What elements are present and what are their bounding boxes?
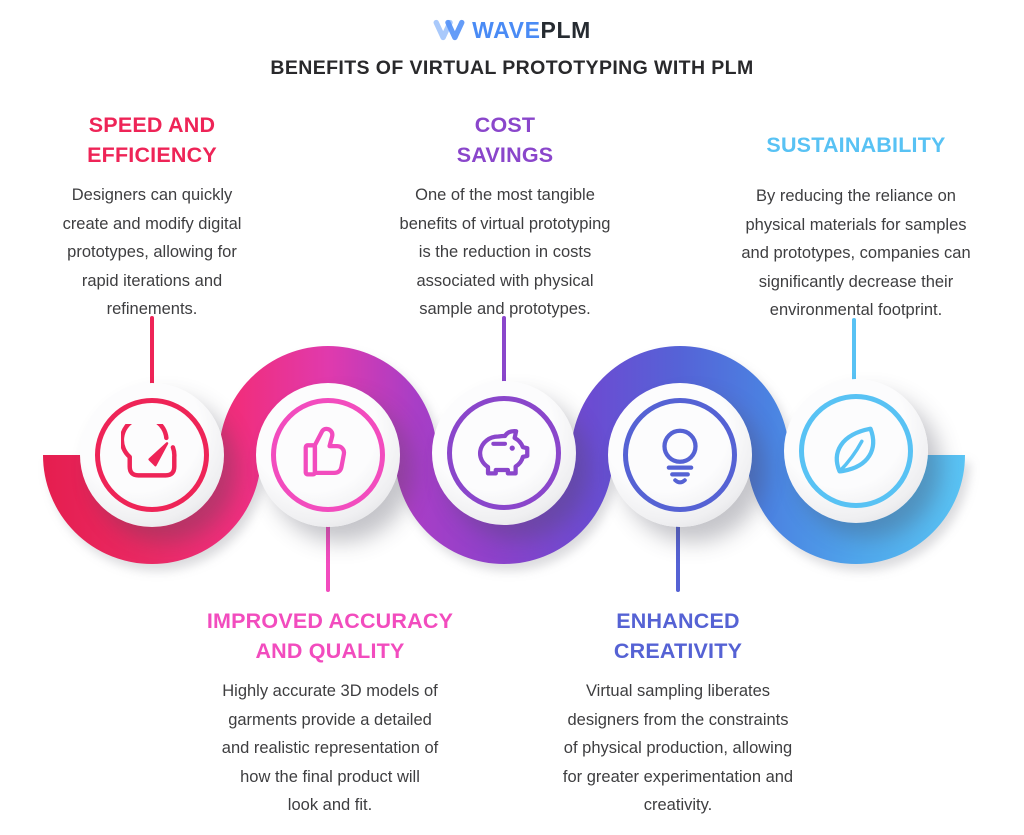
brand-wordmark: WAVEPLM xyxy=(472,16,591,43)
benefit-heading: SUSTAINABILITY xyxy=(766,133,946,157)
benefit-ring xyxy=(95,398,209,512)
connector-line-speed xyxy=(150,316,154,386)
brand-logo: WAVEPLM xyxy=(0,14,1024,46)
connector-line-sustainability xyxy=(852,318,856,382)
benefit-heading: IMPROVED ACCURACY AND QUALITY xyxy=(206,609,454,663)
connector-line-improved-accuracy xyxy=(326,524,330,592)
connector-line-cost-savings xyxy=(502,316,506,384)
benefit-node-sustainability xyxy=(784,379,928,523)
benefit-node-improved-accuracy xyxy=(256,383,400,527)
benefit-label-cost-savings: COST SAVINGS One of the most tangible be… xyxy=(368,110,642,324)
benefit-heading: SPEED AND EFFICIENCY xyxy=(87,113,217,167)
benefit-description: Designers can quickly create and modify … xyxy=(62,186,242,318)
benefit-description: Virtual sampling liberates designers fro… xyxy=(562,682,794,814)
benefit-label-improved-accuracy: IMPROVED ACCURACY AND QUALITY Highly acc… xyxy=(178,606,482,820)
benefit-description: Highly accurate 3D models of garments pr… xyxy=(221,682,439,814)
lightbulb-icon xyxy=(662,428,698,485)
piggy-bank-icon xyxy=(477,429,530,476)
benefit-description: By reducing the reliance on physical mat… xyxy=(741,187,971,319)
benefit-node-enhanced-creativity xyxy=(608,383,752,527)
benefit-ring xyxy=(623,398,737,512)
benefit-label-sustainability: SUSTAINABILITY By reducing the reliance … xyxy=(696,130,1016,325)
benefit-heading: ENHANCED CREATIVITY xyxy=(613,609,743,663)
page-title: BENEFITS OF VIRTUAL PROTOTYPING WITH PLM xyxy=(270,57,754,79)
benefit-ring xyxy=(799,394,913,508)
benefit-ring xyxy=(447,396,561,510)
benefit-node-cost-savings xyxy=(432,381,576,525)
waveplm-w-icon xyxy=(433,19,465,41)
brand-plm-text: PLM xyxy=(540,16,591,43)
benefit-label-enhanced-creativity: ENHANCED CREATIVITY Virtual sampling lib… xyxy=(526,606,830,820)
connector-line-enhanced-creativity xyxy=(676,524,680,592)
benefit-label-speed: SPEED AND EFFICIENCY Designers can quick… xyxy=(40,110,264,324)
thumbs-up-icon xyxy=(303,426,347,477)
benefit-heading: COST SAVINGS xyxy=(456,113,554,167)
brand-wave-text: WAVE xyxy=(472,16,541,43)
leaf-icon xyxy=(834,426,876,474)
benefit-ring xyxy=(271,398,385,512)
benefit-description: One of the most tangible benefits of vir… xyxy=(399,186,611,318)
benefit-node-speed xyxy=(80,383,224,527)
speedometer-icon xyxy=(121,424,177,478)
